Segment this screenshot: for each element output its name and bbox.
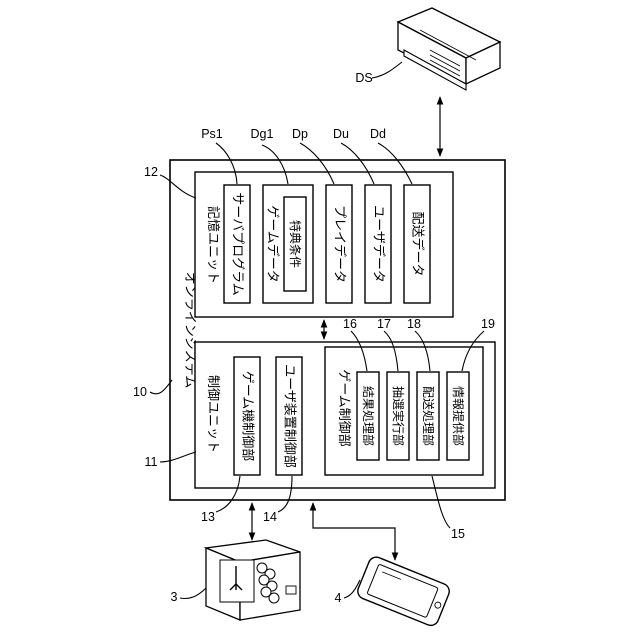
user-device-control-label: ユーザ装置制御部 (282, 364, 297, 468)
server-program-label: サーバプログラム (230, 192, 245, 295)
ref-dp: Dp (292, 127, 308, 141)
user-device-arrow (313, 503, 395, 560)
ref-4: 4 (335, 591, 342, 605)
leader-ds (372, 62, 402, 78)
ref-19: 19 (481, 317, 495, 331)
user-data-label: ユーザデータ (371, 205, 387, 283)
ref-14: 14 (263, 510, 277, 524)
ref-11: 11 (145, 455, 158, 469)
game-machine-control-label: ゲーム機制御部 (240, 371, 255, 462)
crane-game-machine-icon (206, 540, 300, 620)
play-data-label: プレイデータ (332, 205, 348, 283)
ref-10: 10 (133, 385, 147, 399)
delivery-processing-label: 配送処理部 (421, 386, 436, 446)
ref-dg1: Dg1 (251, 127, 274, 141)
ref-ps1: Ps1 (201, 127, 223, 141)
info-provision-label: 情報提供部 (451, 386, 466, 446)
smartphone-icon (355, 555, 451, 628)
ref-13: 13 (201, 510, 215, 524)
storage-unit-label: 記憶ユニット (205, 206, 221, 284)
delivery-data-label: 配送データ (410, 211, 426, 276)
leader-10 (150, 380, 172, 394)
lottery-execution-label: 抽選実行部 (391, 386, 406, 446)
ref-du: Du (333, 127, 349, 141)
ref-16: 16 (343, 317, 357, 331)
ref-15: 15 (451, 527, 465, 541)
server-icon (398, 0, 500, 90)
ref-dd: Dd (370, 127, 386, 141)
game-data-label: ゲームデータ (265, 205, 281, 283)
ref-ds: DS (355, 71, 372, 85)
ref-17: 17 (377, 317, 391, 331)
ref-12: 12 (144, 165, 158, 179)
control-unit-label: 制御ユニット (205, 375, 220, 453)
ref-18: 18 (407, 317, 421, 331)
game-control-label: ゲーム制御部 (336, 369, 351, 447)
result-processing-label: 結果処理部 (361, 386, 376, 446)
ref-3: 3 (171, 590, 178, 604)
leader-3 (180, 588, 206, 599)
bonus-condition-label: 特典条件 (288, 220, 303, 268)
